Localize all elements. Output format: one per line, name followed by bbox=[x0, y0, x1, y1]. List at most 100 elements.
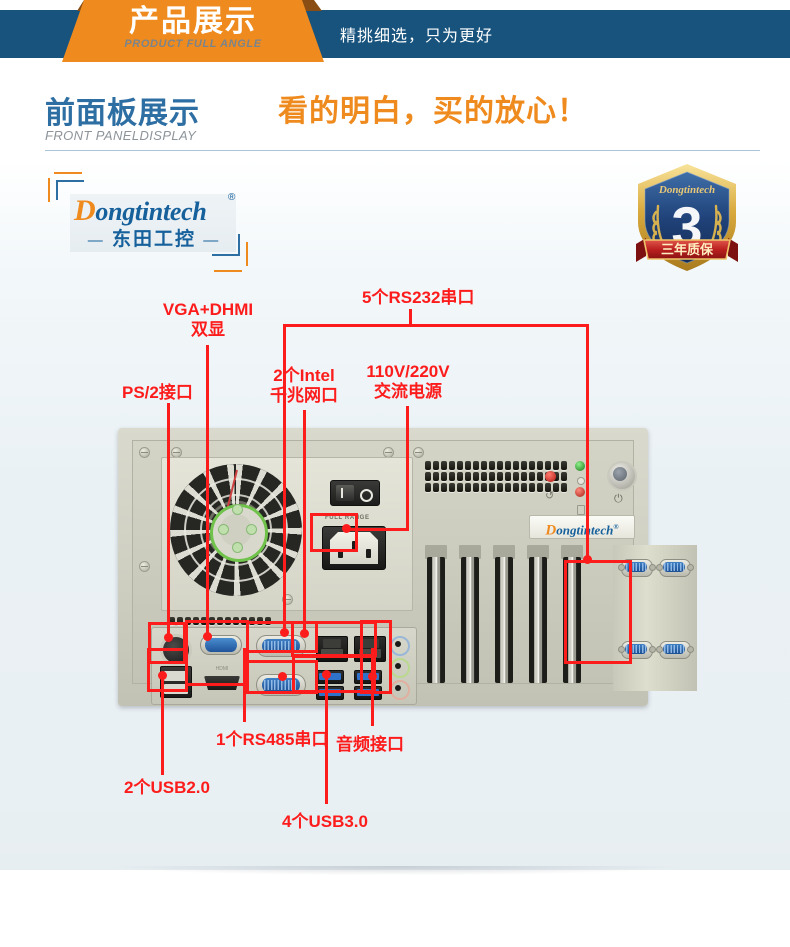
highlight-box-audio bbox=[360, 620, 392, 694]
callout-label-usb2: 2个USB2.0 bbox=[124, 778, 210, 797]
callout-dot-rs232-io bbox=[280, 628, 289, 637]
logo-plate bbox=[70, 194, 236, 252]
ac-socket-face bbox=[330, 532, 378, 564]
expansion-slot bbox=[459, 545, 481, 683]
highlight-box-usb2 bbox=[147, 648, 188, 692]
callout-line-audio bbox=[371, 648, 374, 726]
callout-line-lan bbox=[303, 410, 306, 633]
header-subtitle: 精挑细选，只为更好 bbox=[340, 28, 494, 45]
reset-symbol: ↺ bbox=[545, 490, 555, 502]
nameplate-initial: D bbox=[545, 522, 557, 539]
callout-label-usb3: 4个USB3.0 bbox=[282, 812, 368, 831]
callout-label-power-line1: 110V/220V bbox=[366, 362, 450, 381]
chassis-vent-upper-right bbox=[425, 461, 567, 492]
switch-on-mark bbox=[341, 488, 343, 498]
expansion-slot bbox=[493, 545, 515, 683]
logo-word-rest: ongtintech bbox=[95, 197, 207, 226]
logo-initial: D bbox=[74, 194, 96, 227]
callout-dot-lan bbox=[300, 629, 309, 638]
brand-logo: Dongtintech ® — 东田工控 — bbox=[48, 172, 248, 272]
vga-port[interactable] bbox=[200, 635, 242, 655]
expansion-slot bbox=[561, 545, 583, 683]
chassis-nameplate: Dongtintech® bbox=[529, 515, 635, 539]
rear-serial-port-bracket bbox=[613, 545, 697, 691]
callout-elbow-power bbox=[345, 528, 409, 531]
expansion-slot-group bbox=[425, 545, 605, 683]
expansion-slot bbox=[425, 545, 447, 683]
section-divider bbox=[45, 150, 760, 151]
callout-bracket-left-rs232 bbox=[283, 324, 286, 630]
switch-off-mark bbox=[360, 489, 373, 502]
ac-power-socket[interactable] bbox=[322, 526, 386, 570]
callout-bracket-rs232 bbox=[283, 324, 589, 327]
power-symbol-icon: ⏻ bbox=[614, 493, 623, 505]
callout-dot-ps2 bbox=[164, 633, 173, 642]
reset-led bbox=[545, 471, 556, 482]
indicator-dot bbox=[577, 477, 585, 485]
callout-dot-vga bbox=[203, 632, 212, 641]
audio-jack-mic[interactable] bbox=[390, 680, 410, 700]
badge-ribbon-text: 三年质保 bbox=[661, 242, 714, 257]
callout-line-usb3 bbox=[325, 676, 328, 804]
corner-bracket-top-left-inner bbox=[56, 180, 90, 210]
callout-label-ps2: PS/2接口 bbox=[122, 383, 193, 402]
nameplate-word: ongtintech bbox=[556, 522, 614, 538]
callout-line-rs485 bbox=[243, 648, 246, 722]
callout-bracket-right-rs232 bbox=[586, 324, 589, 559]
psu-fan-grille bbox=[170, 464, 302, 596]
logo-wordmark: Dongtintech bbox=[74, 194, 236, 227]
screw bbox=[413, 447, 424, 458]
highlight-box-vga-hdmi bbox=[185, 620, 249, 686]
db9-serial-port[interactable] bbox=[656, 559, 694, 577]
callout-dot-rs485 bbox=[278, 672, 287, 681]
page-header: 产品展示 PRODUCT FULL ANGLE 精挑细选，只为更好 bbox=[0, 0, 790, 62]
status-led-cluster bbox=[575, 461, 591, 519]
callout-line-vga bbox=[206, 345, 209, 637]
warranty-badge: Dongtintech 3 三年质保 bbox=[632, 160, 742, 275]
callout-stem-rs232 bbox=[409, 309, 412, 326]
callout-label-vga-line1: VGA+DHMI bbox=[162, 300, 254, 319]
section-heading: 前面板展示 FRONT PANELDISPLAY 看的明白，买的放心！ bbox=[0, 88, 790, 154]
audio-jack-line-in[interactable] bbox=[390, 636, 410, 656]
psu-power-switch[interactable] bbox=[330, 480, 380, 506]
callout-label-rs485: 1个RS485串口 bbox=[216, 730, 329, 749]
callout-dot-usb3 bbox=[322, 670, 331, 679]
plate-drop-shadow bbox=[0, 866, 790, 892]
callout-dot-usb2 bbox=[158, 671, 167, 680]
section-title-en: FRONT PANELDISPLAY bbox=[45, 128, 197, 143]
power-button[interactable] bbox=[607, 461, 637, 491]
callout-label-vga-line2: 双显 bbox=[191, 320, 225, 339]
screw bbox=[139, 447, 150, 458]
chassis-front-controls-area: ↺ ⏻ Dongtintech® bbox=[425, 457, 637, 543]
corner-bracket-bottom-right-outer bbox=[214, 242, 248, 272]
corner-bracket-bottom-right-inner bbox=[206, 234, 240, 264]
highlight-box-ps2 bbox=[148, 622, 186, 664]
callout-line-usb2 bbox=[161, 675, 164, 775]
callout-line-power bbox=[406, 406, 409, 530]
callout-label-rs232: 5个RS232串口 bbox=[362, 288, 475, 307]
callout-line-ps2 bbox=[167, 403, 170, 637]
hdd-led bbox=[575, 487, 585, 497]
callout-dot-power bbox=[342, 524, 351, 533]
logo-registered-mark: ® bbox=[228, 192, 236, 203]
power-supply-unit: FULL RANGE bbox=[161, 457, 413, 611]
screw bbox=[139, 561, 150, 572]
screw bbox=[282, 594, 293, 605]
corner-bracket-top-left-outer bbox=[48, 172, 82, 202]
badge-brand-text: Dongtintech bbox=[658, 184, 715, 196]
audio-jack-line-out[interactable] bbox=[390, 658, 410, 678]
callout-dot-audio bbox=[368, 672, 377, 681]
logo-dash-left: — bbox=[87, 232, 105, 249]
db9-serial-port[interactable] bbox=[656, 641, 694, 659]
highlight-box-io-serial-top bbox=[246, 621, 318, 653]
header-title-en: PRODUCT FULL ANGLE bbox=[124, 38, 262, 50]
ribbon-fold-right bbox=[300, 0, 322, 11]
logo-chinese-name: — 东田工控 — bbox=[74, 224, 234, 251]
callout-label-lan-line1: 2个Intel bbox=[273, 366, 335, 385]
section-title-cn: 前面板展示 bbox=[45, 97, 200, 130]
callout-label-power-line2: 交流电源 bbox=[374, 382, 442, 401]
nameplate-registered: ® bbox=[613, 523, 619, 531]
expansion-slot bbox=[527, 545, 549, 683]
power-led bbox=[575, 461, 585, 471]
